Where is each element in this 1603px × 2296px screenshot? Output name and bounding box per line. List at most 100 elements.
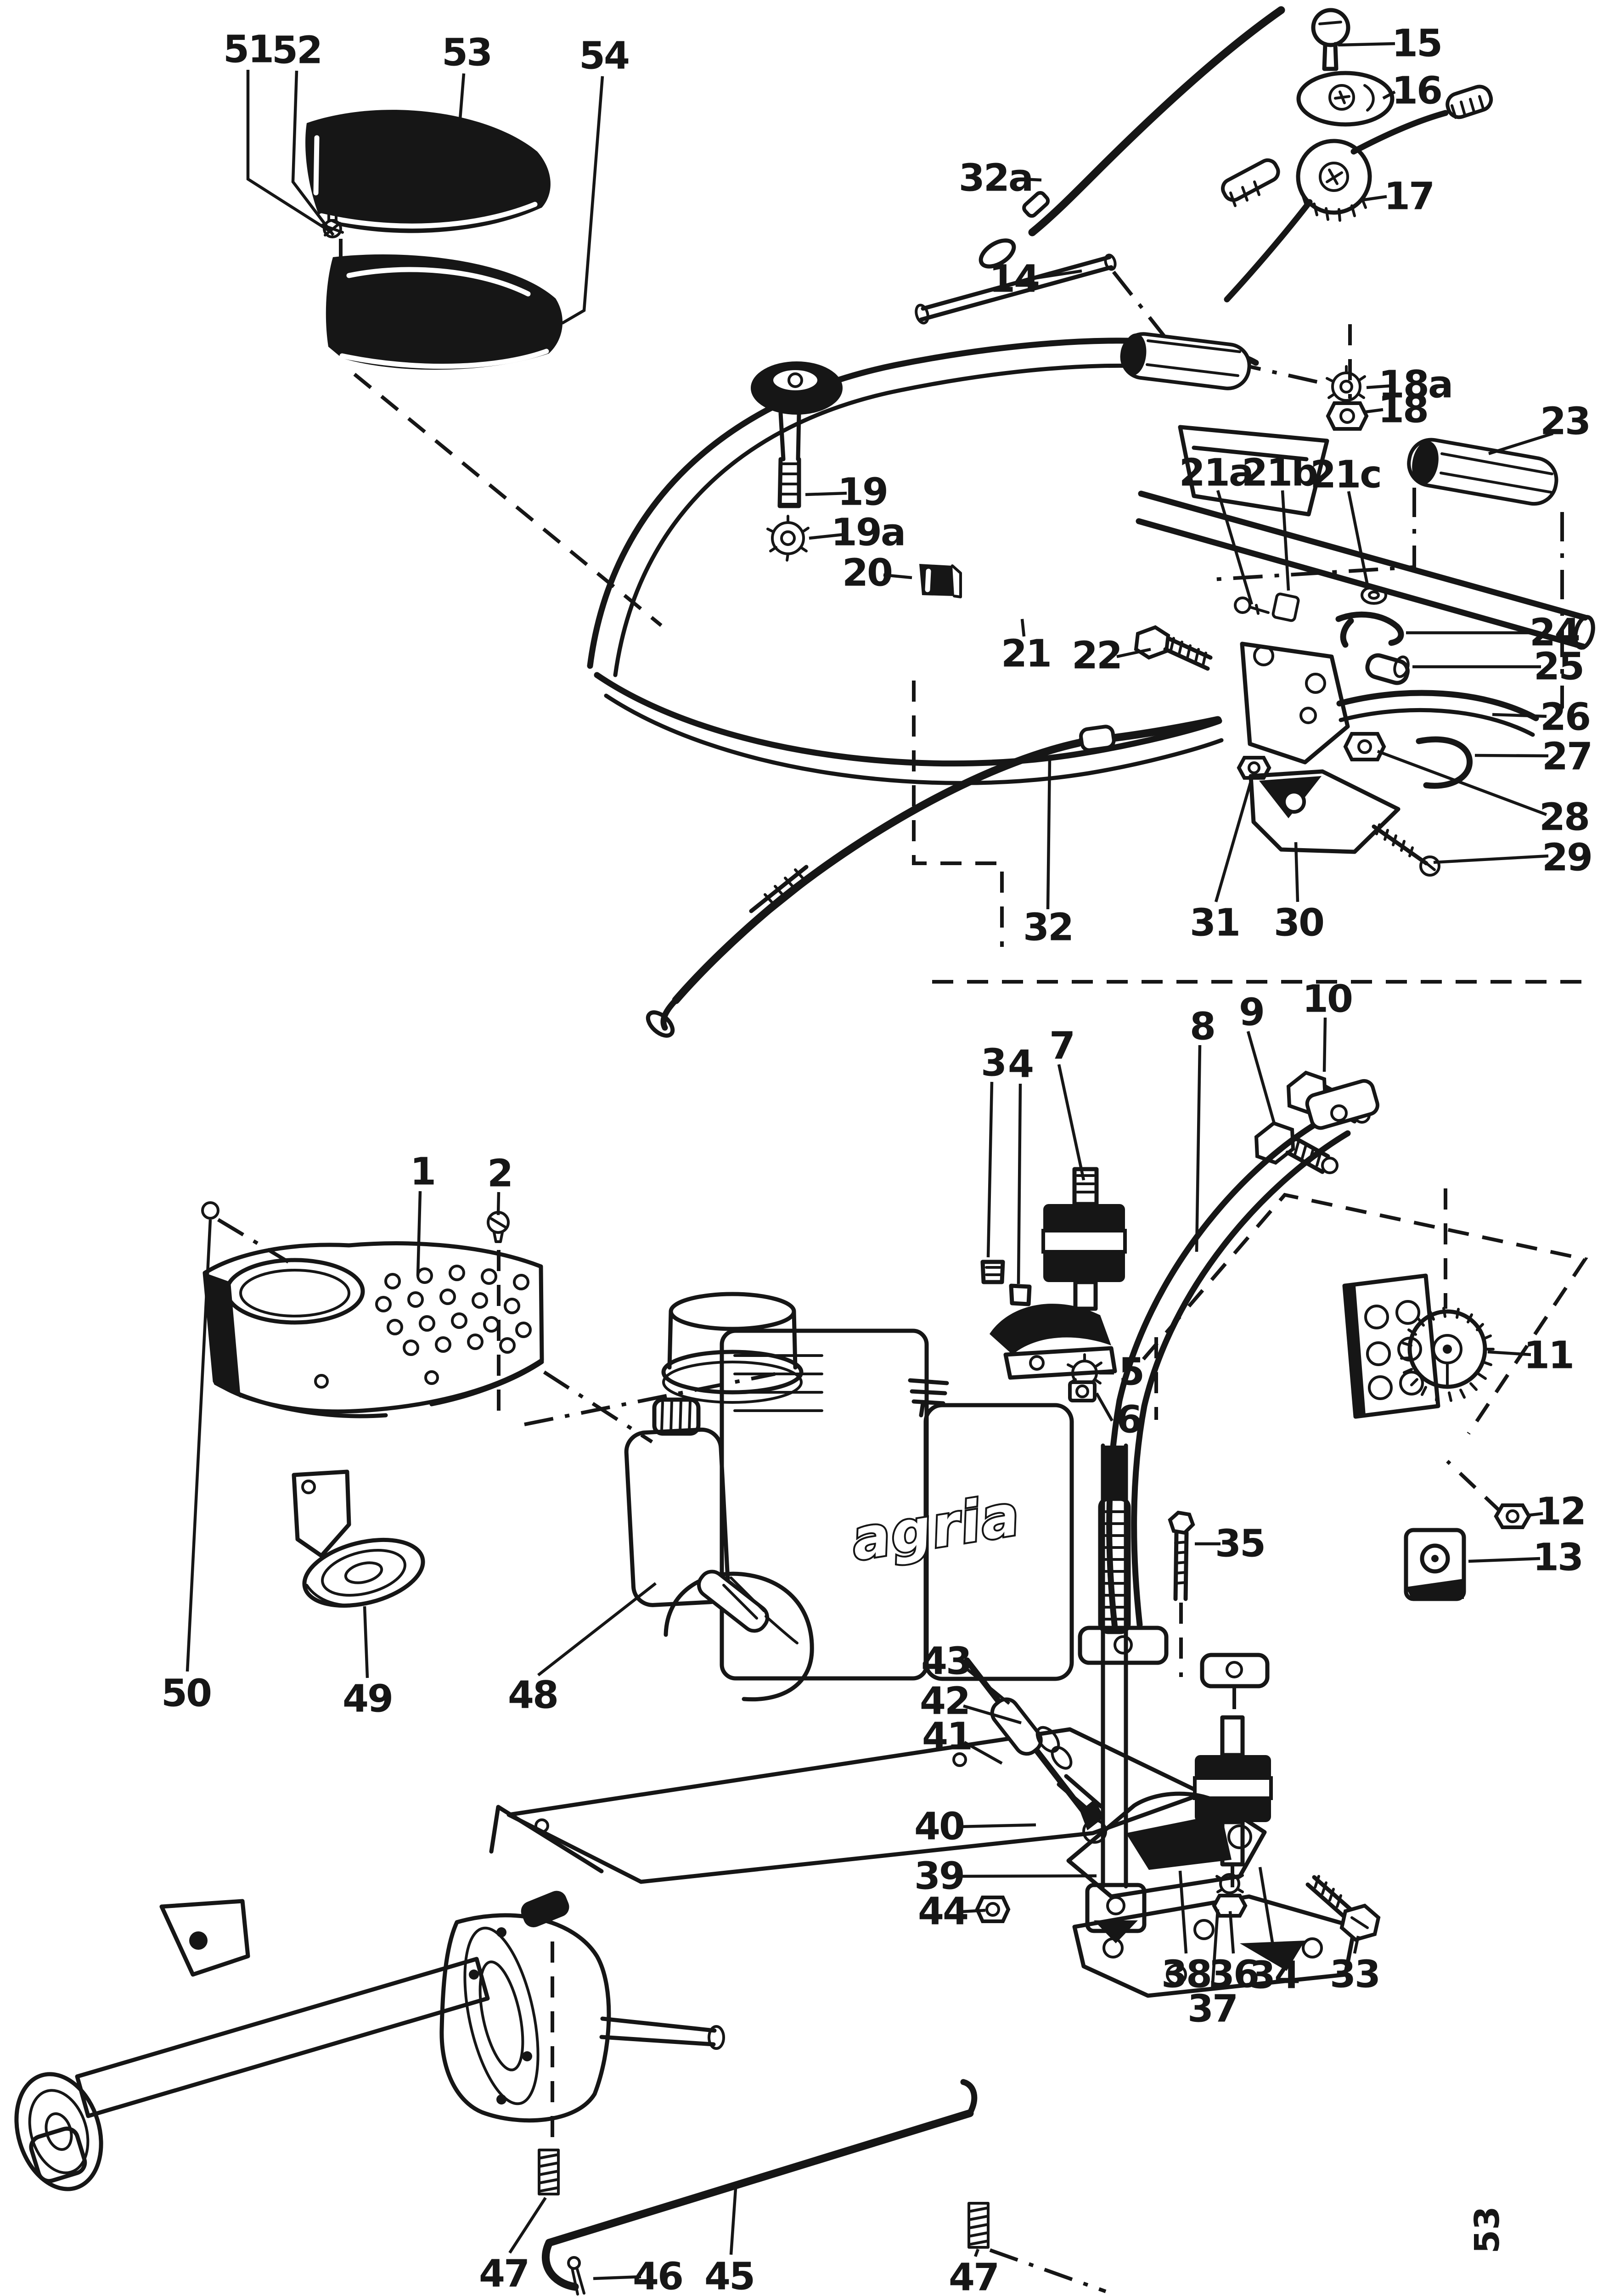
part-label-31: 31 xyxy=(1190,901,1239,945)
rod-14 xyxy=(915,253,1117,325)
leader-line-49-44 xyxy=(363,1606,369,1678)
spring-hook-24 xyxy=(1335,611,1404,648)
leader-line-21c-17 xyxy=(1347,491,1370,590)
part-label-50: 50 xyxy=(161,1672,211,1716)
leader-line-34-54 xyxy=(1258,1867,1276,1954)
leader-line-19-12 xyxy=(805,491,847,496)
screw-29 xyxy=(1372,823,1440,877)
leader-line-9-33 xyxy=(1246,1031,1277,1125)
part-label-2: 2 xyxy=(487,1152,512,1196)
hook-27 xyxy=(1416,736,1473,789)
screw-15 xyxy=(1311,8,1350,71)
part-label-18: 18 xyxy=(1378,388,1428,432)
bolt-22 xyxy=(1134,625,1213,671)
leader-line-2-36 xyxy=(496,1192,501,1216)
leader-line-21b-16 xyxy=(1281,490,1290,591)
leader-line-22-19 xyxy=(1116,647,1151,658)
part-label-35: 35 xyxy=(1215,1522,1265,1566)
star-washer-19a xyxy=(766,515,810,562)
leader-line-16-5 xyxy=(1382,90,1396,100)
leader-line-32a-7 xyxy=(1022,177,1042,182)
part-label-28: 28 xyxy=(1539,796,1589,839)
part-label-47: 47 xyxy=(949,2256,998,2296)
nut-12 xyxy=(1494,1503,1531,1529)
part-label-6: 6 xyxy=(1116,1398,1141,1442)
sleeve-25 xyxy=(1365,653,1410,685)
part-label-32a: 32a xyxy=(959,157,1032,200)
plate-holes xyxy=(314,1265,532,1389)
nut-31 xyxy=(1237,756,1271,780)
part-label-21a: 21a xyxy=(1179,451,1253,495)
part-label-13: 13 xyxy=(1533,1536,1582,1580)
part-label-34: 34 xyxy=(1249,1954,1299,1998)
rod-and-springs xyxy=(538,2079,990,2296)
brand-logo: agria xyxy=(847,1482,1025,1573)
spark-plug xyxy=(908,1378,949,1418)
leader-line-18-10 xyxy=(1365,408,1384,414)
leader-line-31-27 xyxy=(1214,781,1253,902)
leader-line-51-0 xyxy=(246,70,330,232)
belt-guard-upper xyxy=(305,110,551,233)
throttle-lever-17 xyxy=(1221,84,1493,303)
leader-line-4-30 xyxy=(1017,1083,1022,1284)
rubber-mount-7 xyxy=(1041,1167,1127,1311)
part-label-10: 10 xyxy=(1302,978,1352,1021)
part-label-16: 16 xyxy=(1392,69,1441,113)
page-number: 53 xyxy=(1468,2206,1507,2254)
part-label-21: 21 xyxy=(1001,632,1051,676)
cotter-pin-46 xyxy=(567,2256,585,2296)
bracket-30 xyxy=(1249,769,1401,854)
part-label-1: 1 xyxy=(410,1150,435,1194)
leader-line-26-22 xyxy=(1492,713,1547,718)
part-label-3: 3 xyxy=(981,1041,1006,1085)
cable-32 xyxy=(646,716,1222,1038)
recoil-starter xyxy=(664,1570,814,1702)
bracket-26 xyxy=(1336,690,1539,721)
console-plate-1 xyxy=(201,1201,544,1418)
leader-line-41-48 xyxy=(963,1741,1003,1765)
washer-16 xyxy=(1296,71,1395,127)
leader-line-11-37 xyxy=(1487,1350,1531,1356)
leader-line-15-4 xyxy=(1338,42,1395,47)
part-label-22: 22 xyxy=(1072,634,1121,678)
spring-47-left xyxy=(538,2149,560,2195)
carry-handle-8 xyxy=(1078,1079,1379,1665)
gearbox xyxy=(14,1805,725,2191)
handgrip-23 xyxy=(1407,438,1558,506)
leader-line-20-14 xyxy=(883,573,912,580)
leader-line-33-55 xyxy=(1353,1936,1360,1954)
leader-line-45-59 xyxy=(729,2188,737,2255)
part-label-36: 36 xyxy=(1209,1953,1258,1997)
gear-group xyxy=(1342,1273,1531,1601)
leader-line-27-23 xyxy=(1474,754,1549,758)
leader-line-12-40 xyxy=(1527,1512,1543,1517)
bolt-33 xyxy=(1305,1875,1381,1942)
leader-line-42-47 xyxy=(963,1704,1022,1725)
part-label-23: 23 xyxy=(1540,400,1590,444)
nut-group-18 xyxy=(1326,365,1369,431)
leader-line-46-58 xyxy=(593,2275,641,2280)
throttle-assembly xyxy=(915,6,1493,325)
part-label-45: 45 xyxy=(704,2255,754,2296)
part-label-44: 44 xyxy=(918,1890,967,1934)
leader-line-21-18 xyxy=(1020,619,1026,637)
leader-line-7-31 xyxy=(1057,1064,1086,1181)
spring-47-right xyxy=(967,2202,990,2249)
base-bracket xyxy=(1066,1791,1357,1998)
clamp-parts-21 xyxy=(1234,585,1387,622)
leader-line-19a-13 xyxy=(809,532,848,540)
part-label-32: 32 xyxy=(1023,906,1073,950)
part-label-52: 52 xyxy=(272,29,321,73)
part-label-21c: 21c xyxy=(1310,453,1381,497)
plate-triangular xyxy=(1240,642,1350,765)
part-label-37: 37 xyxy=(1187,1987,1237,2031)
part-label-19: 19 xyxy=(838,471,887,514)
part-label-11: 11 xyxy=(1524,1334,1573,1378)
leader-line-10-34 xyxy=(1322,1017,1327,1072)
leader-line-40-49 xyxy=(958,1823,1036,1829)
linkage-parts xyxy=(1237,611,1539,877)
holed-bracket xyxy=(1342,1273,1440,1419)
part-label-38: 38 xyxy=(1161,1953,1211,1997)
leader-line-21a-15 xyxy=(1216,490,1254,605)
